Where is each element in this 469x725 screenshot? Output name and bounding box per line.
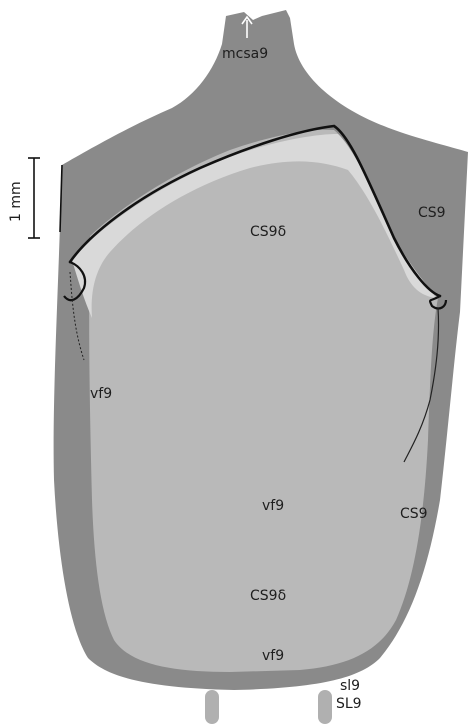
label-sl9-upper: SL9 [336, 696, 362, 712]
right-process-stub [318, 690, 332, 724]
label-cs9-lower: CS9 [400, 506, 428, 522]
left-process-stub [205, 690, 219, 724]
scale-bar-label: 1 mm [8, 181, 24, 222]
label-cs9delta-upper: CS9δ [250, 224, 286, 240]
label-mcsa9: mcsa9 [222, 46, 268, 62]
label-vf9-center: vf9 [262, 498, 284, 514]
scale-bar: 1 mm [8, 158, 40, 238]
label-cs9-upper: CS9 [418, 205, 446, 221]
label-sl9-lower: sl9 [340, 678, 360, 694]
label-vf9-bottom: vf9 [262, 648, 284, 664]
label-cs9delta-lower: CS9δ [250, 588, 286, 604]
label-vf9-left: vf9 [90, 386, 112, 402]
